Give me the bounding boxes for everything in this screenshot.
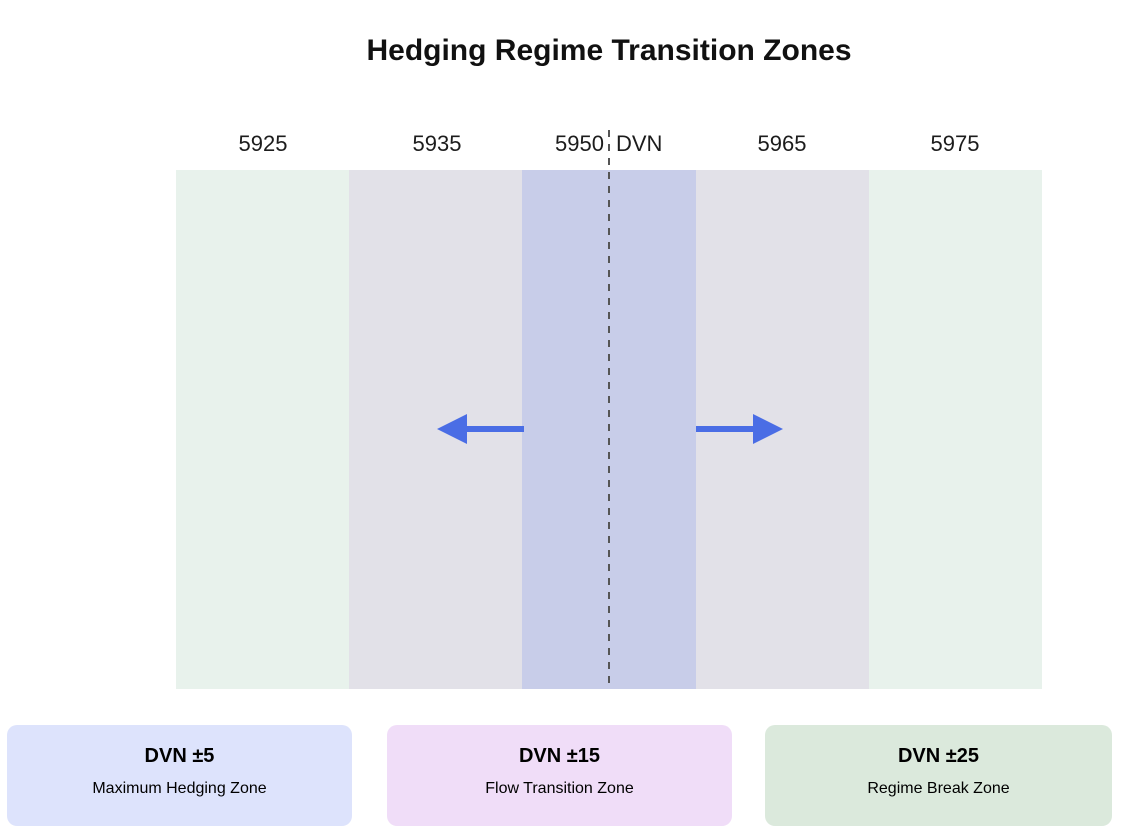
tick-5950: 5950 xyxy=(555,131,604,156)
tick-5935: 5935 xyxy=(412,131,462,156)
tick-5975: 5975 xyxy=(930,131,980,156)
zone-regime-break-left xyxy=(176,170,350,689)
dvn-center-label: DVN xyxy=(616,131,663,156)
legend-card-subtitle: Maximum Hedging Zone xyxy=(92,780,267,797)
legend-card-subtitle: Regime Break Zone xyxy=(867,780,1010,797)
zone-regime-break-right xyxy=(868,170,1043,689)
chart-title: Hedging Regime Transition Zones xyxy=(366,34,852,67)
legend-card-title: DVN ±25 xyxy=(897,745,979,767)
zone-flow-transition-right xyxy=(695,170,869,689)
legend-card-subtitle: Flow Transition Zone xyxy=(485,780,634,797)
tick-5925: 5925 xyxy=(238,131,288,156)
zone-bands xyxy=(176,170,1043,689)
zone-flow-transition-left xyxy=(349,170,523,689)
legend-card-flow-transition: DVN ±15 Flow Transition Zone xyxy=(387,725,732,826)
legend-card-regime-break: DVN ±25 Regime Break Zone xyxy=(765,725,1112,826)
legend-card-title: DVN ±5 xyxy=(144,745,215,767)
zone-maximum-hedging xyxy=(522,170,696,689)
legend-card-title: DVN ±15 xyxy=(518,745,600,767)
legend-card-maximum-hedging: DVN ±5 Maximum Hedging Zone xyxy=(7,725,352,826)
tick-5965: 5965 xyxy=(757,131,807,156)
